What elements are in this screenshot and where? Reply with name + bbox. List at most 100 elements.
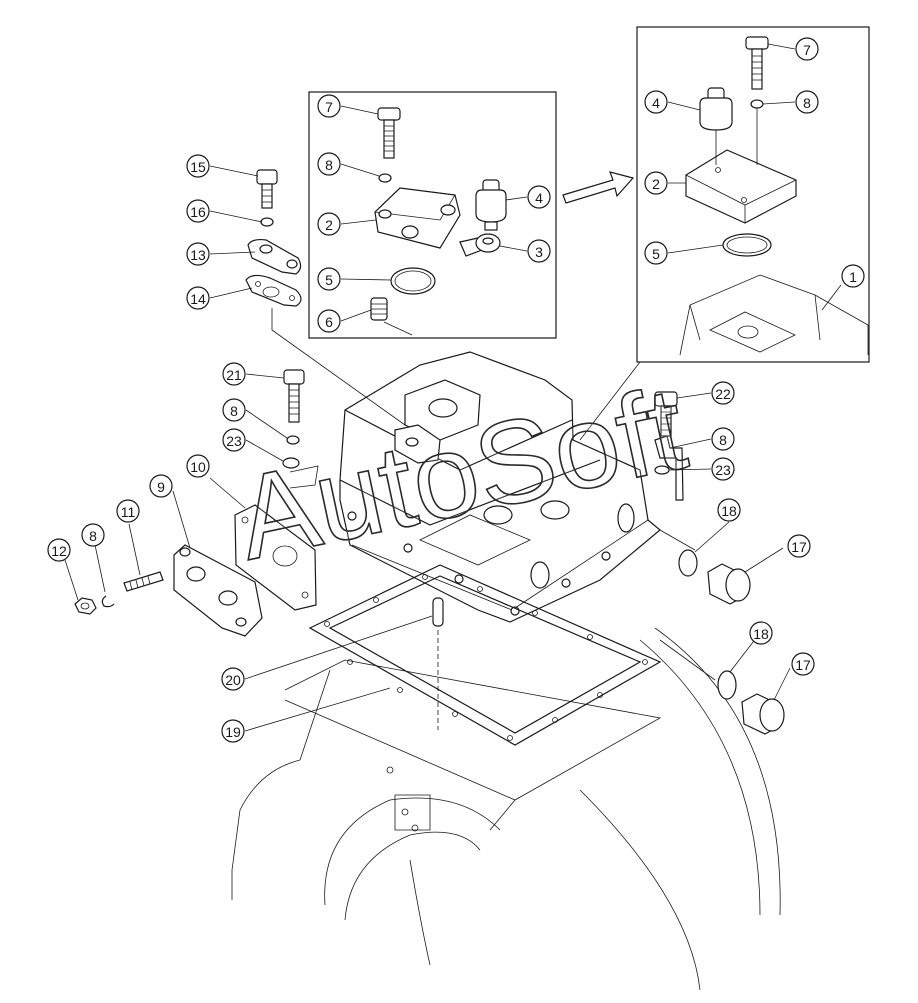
callout-circle (717, 498, 741, 522)
callout-label: 12 (51, 543, 67, 559)
callout-circle (116, 499, 140, 523)
lower-case-outline (231, 627, 781, 991)
bolt-part-left (256, 169, 278, 209)
callout-8: 8 (81, 523, 105, 547)
callout-label: 3 (535, 244, 543, 260)
o-ring-part (390, 267, 436, 295)
callout-18: 18 (749, 621, 773, 645)
callout-circle (317, 267, 341, 291)
callout-8: 8 (222, 398, 246, 422)
callout-label: 22 (715, 386, 731, 402)
callout-13: 13 (186, 242, 210, 266)
callout-circle (795, 37, 819, 61)
callout-10: 10 (186, 454, 210, 478)
callout-circle (795, 90, 819, 114)
callout-circle (186, 454, 210, 478)
callout-label: 15 (190, 159, 206, 175)
filter-part (370, 297, 388, 321)
washer-part-left (260, 217, 274, 227)
washer-part-8 (286, 435, 300, 445)
gasket-part-10 (234, 504, 317, 611)
valve-block-part-detail (685, 149, 797, 224)
housing-part-detail (679, 274, 869, 356)
callout-8: 8 (317, 152, 341, 176)
callout-7: 7 (317, 94, 341, 118)
callout-17: 17 (791, 652, 815, 676)
callout-circle (644, 241, 668, 265)
callout-17: 17 (787, 534, 811, 558)
callout-9: 9 (149, 474, 173, 498)
callout-circle (222, 428, 246, 452)
callout-15: 15 (186, 154, 210, 178)
callout-label: 21 (226, 367, 242, 383)
transmission-housing (339, 351, 661, 623)
callout-circle (222, 362, 246, 386)
leader-line (271, 308, 406, 426)
callout-circle (186, 242, 210, 266)
bolt-part (377, 107, 401, 159)
callout-circle (222, 398, 246, 422)
callout-label: 11 (121, 504, 136, 520)
callout-label: 17 (795, 657, 811, 673)
solenoid-part-detail (699, 87, 733, 131)
nut-part (74, 597, 97, 615)
callout-circle (221, 667, 245, 691)
callout-label: 8 (719, 432, 727, 448)
callout-leaders (64, 43, 842, 732)
callout-circle (317, 309, 341, 333)
callout-label: 6 (325, 314, 333, 330)
plug-part-17-bottom (741, 693, 785, 735)
callout-8: 8 (795, 90, 819, 114)
callout-4: 4 (527, 185, 551, 209)
callout-14: 14 (186, 286, 210, 310)
callout-label: 7 (803, 42, 811, 58)
callout-label: 4 (652, 95, 660, 111)
callout-label: 8 (89, 528, 97, 544)
callout-11: 11 (116, 499, 140, 523)
side-cover-part (173, 544, 263, 637)
flange-part (247, 238, 302, 275)
callout-6: 6 (317, 309, 341, 333)
leader-line-detail (579, 361, 641, 441)
callout-label: 2 (325, 217, 333, 233)
detail-inset-right (636, 26, 870, 363)
callout-circle (644, 171, 668, 195)
washer-part (378, 173, 392, 183)
callout-circle (186, 154, 210, 178)
callout-3: 3 (527, 239, 551, 263)
valve-body-part (374, 187, 461, 249)
callout-label: 18 (753, 626, 769, 642)
callout-label: 8 (803, 95, 811, 111)
solenoid-part (475, 179, 507, 231)
callout-circle (644, 90, 668, 114)
callout-label: 23 (226, 433, 242, 449)
callout-label: 9 (157, 479, 165, 495)
callout-circle (81, 523, 105, 547)
leader-line-bolt (289, 465, 319, 489)
callout-label: 1 (849, 269, 857, 285)
callout-label: 18 (721, 503, 737, 519)
gasket-part (245, 274, 302, 307)
callout-label: 8 (325, 157, 333, 173)
callout-label: 13 (190, 247, 206, 263)
callout-circle (317, 152, 341, 176)
elbow-fitting-part (459, 233, 501, 257)
callout-4: 4 (644, 90, 668, 114)
bolt-part-detail (745, 36, 769, 90)
callout-label: 5 (652, 246, 660, 262)
callout-12: 12 (47, 538, 71, 562)
callout-circle (787, 534, 811, 558)
callout-circle (749, 621, 773, 645)
callout-label: 14 (190, 291, 206, 307)
callout-circle (711, 457, 735, 481)
callout-22: 22 (711, 381, 735, 405)
callout-circle (149, 474, 173, 498)
callout-circle (317, 94, 341, 118)
leader-detail (715, 108, 758, 165)
callout-label: 10 (190, 459, 206, 475)
callout-2: 2 (317, 212, 341, 236)
callout-label: 17 (791, 539, 807, 555)
callout-circle (186, 286, 210, 310)
callout-label: 23 (715, 462, 731, 478)
callout-label: 5 (325, 272, 333, 288)
